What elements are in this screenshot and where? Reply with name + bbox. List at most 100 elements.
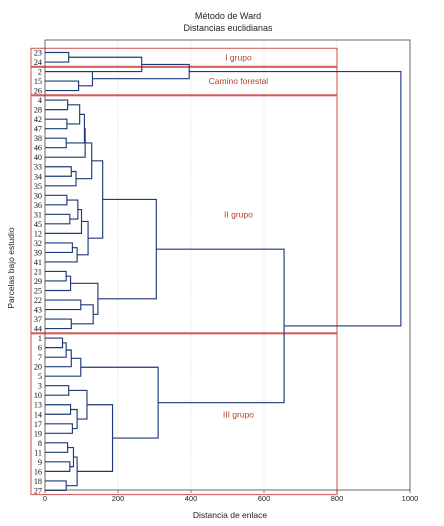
dendrogram-link bbox=[66, 104, 81, 125]
dendrogram-link bbox=[45, 357, 82, 377]
leaf-label: 39 bbox=[34, 248, 42, 257]
leaf-label: 44 bbox=[34, 325, 42, 334]
leaf-label: 15 bbox=[34, 77, 42, 86]
dendrogram-link bbox=[67, 447, 75, 468]
dendrogram-link bbox=[45, 385, 70, 396]
dendrogram-link bbox=[45, 242, 73, 253]
chart-subtitle: Distancias euclidianas bbox=[183, 23, 273, 33]
y-axis-label: Parcelas bajo estudio bbox=[6, 227, 16, 309]
dendrogram-link bbox=[45, 299, 82, 311]
dendrogram-link bbox=[45, 337, 64, 349]
leaf-label: 22 bbox=[34, 296, 42, 305]
leaf-label: 12 bbox=[34, 229, 42, 238]
dendrogram-link bbox=[45, 349, 72, 368]
dendrogram-link bbox=[45, 137, 67, 149]
dendrogram-link bbox=[45, 442, 69, 453]
leaf-label: 24 bbox=[34, 58, 42, 67]
dendrogram-link bbox=[45, 166, 72, 177]
leaf-label: 40 bbox=[34, 153, 42, 162]
chart-title: Método de Ward bbox=[195, 11, 261, 21]
dendrogram-link bbox=[45, 51, 70, 63]
dendrogram-link bbox=[77, 404, 114, 472]
leaf-label: 47 bbox=[34, 125, 42, 134]
dendrogram-link bbox=[45, 480, 67, 491]
dendrogram-link bbox=[88, 160, 104, 239]
dendrogram-link bbox=[45, 213, 71, 225]
dendrogram-link bbox=[76, 142, 93, 180]
plot-frame bbox=[44, 39, 411, 491]
leaf-label: 16 bbox=[34, 467, 42, 476]
leaf-label: 33 bbox=[34, 163, 42, 172]
leaf-label: 45 bbox=[34, 220, 42, 229]
leaf-label: 32 bbox=[34, 239, 42, 248]
x-tick-label: 400 bbox=[185, 494, 198, 503]
dendrogram-link bbox=[97, 198, 157, 300]
leaf-label: 43 bbox=[34, 306, 42, 315]
group-label: I grupo bbox=[225, 52, 252, 62]
leaf-label: 29 bbox=[34, 277, 42, 286]
dendrogram-link bbox=[45, 194, 68, 206]
leaf-label: 1 bbox=[38, 334, 42, 343]
leaf-label: 13 bbox=[34, 401, 42, 410]
dendrogram-link bbox=[45, 118, 68, 130]
group-box bbox=[30, 66, 338, 96]
leaf-label: 23 bbox=[34, 49, 42, 58]
group-box bbox=[30, 333, 338, 496]
leaf-label: 19 bbox=[34, 429, 42, 438]
leaf-label: 6 bbox=[38, 344, 42, 353]
leaf-label: 3 bbox=[38, 382, 42, 391]
dendrogram-link bbox=[66, 199, 79, 220]
leaf-label: 11 bbox=[34, 448, 42, 457]
leaf-label: 27 bbox=[34, 486, 42, 495]
dendrogram-link bbox=[45, 318, 72, 330]
leaf-label: 9 bbox=[38, 458, 42, 467]
leaf-label: 8 bbox=[38, 439, 42, 448]
dendrogram-link bbox=[45, 70, 94, 87]
grid bbox=[117, 40, 338, 490]
group-label: II grupo bbox=[224, 209, 253, 219]
x-tick-label: 200 bbox=[112, 494, 125, 503]
dendrogram-link bbox=[156, 248, 285, 404]
dendrogram-link bbox=[45, 56, 143, 73]
group-label: Camino forestal bbox=[209, 76, 269, 86]
leaf-label: 17 bbox=[34, 420, 42, 429]
leaf-label: 38 bbox=[34, 134, 42, 143]
group-label: III grupo bbox=[223, 409, 254, 419]
dendrogram-link bbox=[45, 404, 72, 415]
dendrogram-link bbox=[45, 209, 83, 234]
x-tick-label: 1000 bbox=[402, 494, 419, 503]
leaf-label: 14 bbox=[34, 410, 42, 419]
leaf-label: 10 bbox=[34, 391, 42, 400]
leaf-label: 30 bbox=[34, 191, 42, 200]
dendrogram-link bbox=[189, 70, 402, 327]
leaf-label: 25 bbox=[34, 287, 42, 296]
leaf-label: 26 bbox=[34, 87, 42, 96]
leaf-label: 34 bbox=[34, 172, 42, 181]
leaf-label: 4 bbox=[38, 96, 42, 105]
leaf-label: 21 bbox=[34, 267, 42, 276]
group-box bbox=[30, 95, 338, 334]
dendrogram-link bbox=[70, 408, 78, 430]
leaf-label: 35 bbox=[34, 182, 42, 191]
dendrogram-tree bbox=[45, 51, 402, 491]
leaf-label: 7 bbox=[38, 353, 42, 362]
leaf-label: 41 bbox=[34, 258, 42, 267]
leaf-label: 20 bbox=[34, 363, 42, 372]
leaf-label: 31 bbox=[34, 210, 42, 219]
group-box bbox=[30, 47, 338, 67]
leaf-label: 37 bbox=[34, 315, 42, 324]
dendrogram-link bbox=[77, 220, 89, 256]
leaf-labels: 2324215264284247384640333435303631451232… bbox=[34, 49, 42, 496]
leaf-label: 28 bbox=[34, 106, 42, 115]
dendrogram-link bbox=[45, 99, 69, 111]
dendrogram-link bbox=[80, 366, 159, 439]
leaf-label: 18 bbox=[34, 477, 42, 486]
x-axis-label: Distancia de enlace bbox=[193, 510, 267, 520]
leaf-label: 42 bbox=[34, 115, 42, 124]
dendrogram-link bbox=[45, 80, 80, 92]
x-tick-label: 600 bbox=[258, 494, 271, 503]
x-tick-label: 800 bbox=[331, 494, 344, 503]
